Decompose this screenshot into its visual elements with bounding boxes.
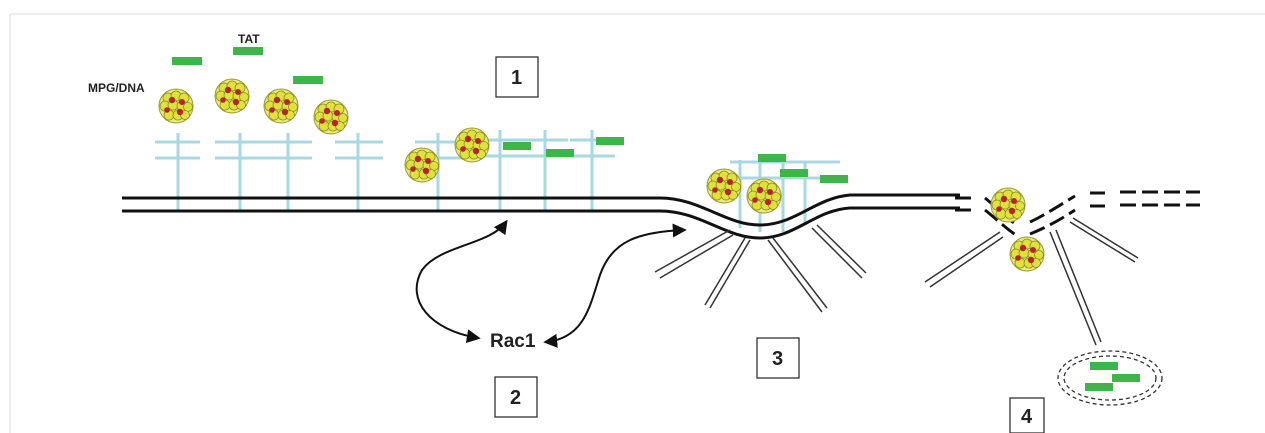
step-2-box <box>494 376 538 418</box>
rac1-arrow-to-receptors <box>415 219 508 344</box>
mpg-dna-label: MPG/DNA <box>88 81 145 95</box>
tat-peptides <box>172 47 1140 391</box>
step-2-label: 2 <box>510 387 521 409</box>
step-1-box <box>495 56 539 98</box>
rac1-label: Rac1 <box>490 331 536 352</box>
receptors <box>155 130 845 232</box>
step-4-label: 4 <box>1021 406 1033 428</box>
step-1-label: 1 <box>511 67 522 89</box>
step-4-box <box>1009 397 1045 433</box>
step-3-label: 3 <box>772 348 783 370</box>
rac1-arrow-to-invagination <box>543 223 687 348</box>
endosome <box>1057 350 1163 406</box>
tat-label: TAT <box>238 32 260 46</box>
actin-filaments <box>654 217 1139 346</box>
mpg-dna-particles <box>158 78 1045 272</box>
step-3-box <box>756 337 800 379</box>
